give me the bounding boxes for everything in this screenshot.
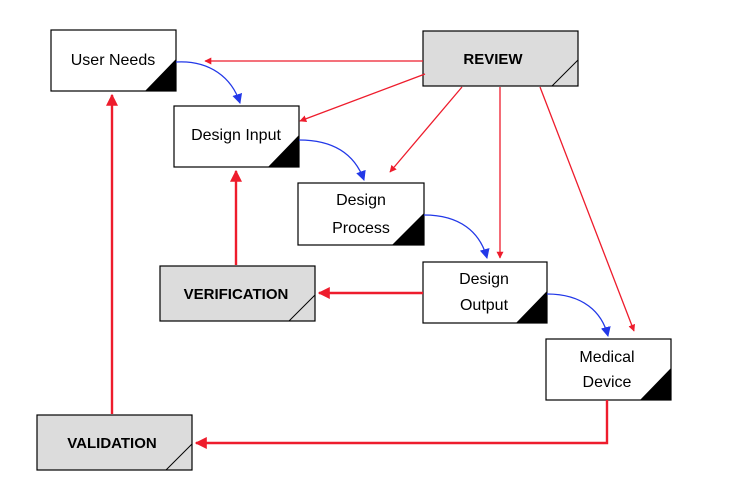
node-label-medical-device-2: Device [583,374,632,391]
node-validation: VALIDATION [36,414,193,471]
node-label-user-needs: User Needs [71,52,155,69]
design-input-to-design-process-arrow [298,139,366,181]
corner-marker-icon [392,213,424,245]
node-review: REVIEW [422,30,579,87]
node-label-design-output-2: Output [460,297,509,314]
review-to-medical-device-arrow [539,86,636,332]
node-label-verification: VERIFICATION [184,286,289,303]
node-medical-device: Medical Device [545,338,672,401]
node-label-design-input: Design Input [191,127,281,144]
node-verification: VERIFICATION [159,265,316,322]
user-needs-to-design-input-arrow [175,61,243,104]
medical-device-to-validation-arrow [194,400,609,449]
node-label-design-process-2: Process [332,220,390,237]
node-design-input: Design Input [173,105,300,168]
node-label-review: REVIEW [463,51,523,68]
corner-marker-icon [640,368,671,400]
review-to-design-input-arrow [299,73,426,123]
node-label-design-process-1: Design [336,192,386,209]
review-to-design-process-arrow [389,86,463,173]
node-design-process: Design Process [297,182,425,246]
node-label-validation: VALIDATION [67,435,156,452]
corner-marker-icon [516,291,547,323]
design-process-to-design-output-arrow [423,214,490,259]
node-user-needs: User Needs [50,29,177,92]
node-label-medical-device-1: Medical [579,349,634,366]
corner-marker-icon [268,135,299,167]
design-output-to-medical-device-arrow [546,293,611,337]
node-design-output: Design Output [422,261,548,324]
corner-marker-icon [145,59,176,91]
node-label-design-output-1: Design [459,271,509,288]
